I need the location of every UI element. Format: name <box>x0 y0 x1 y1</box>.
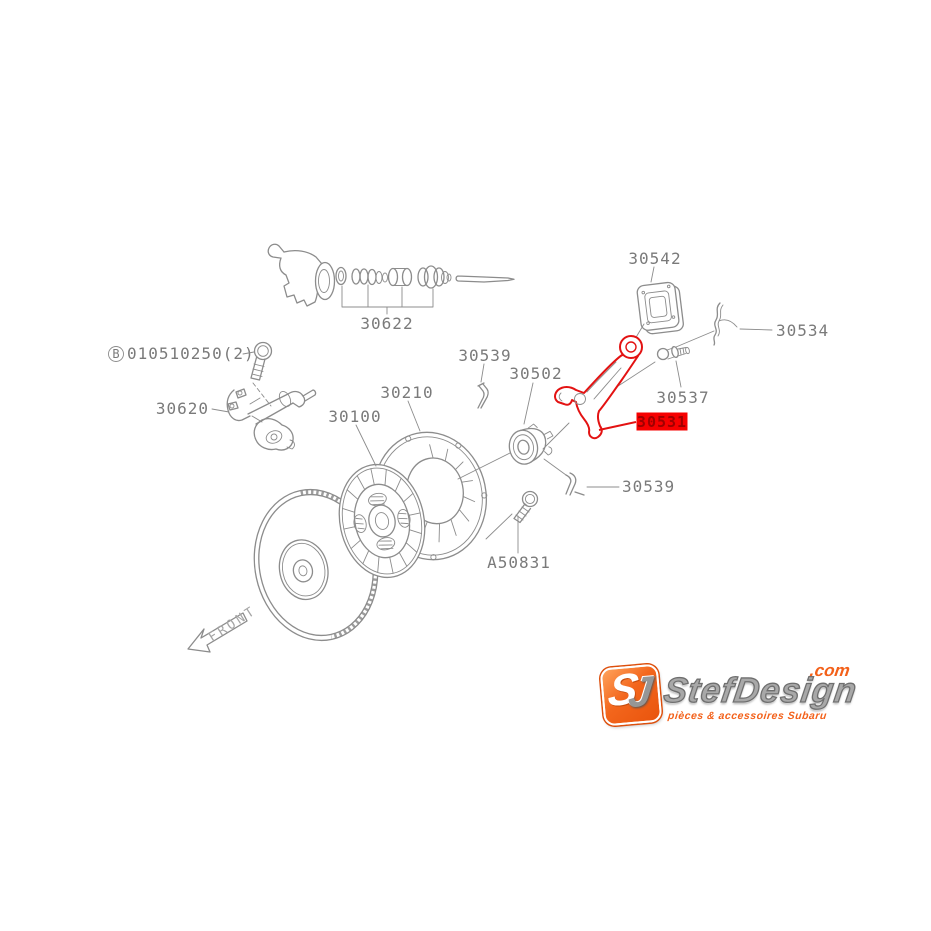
leader-30502 <box>523 382 534 425</box>
leader-30620 <box>211 408 230 413</box>
leader-30100 <box>355 424 377 467</box>
mounting-bolt <box>250 341 273 407</box>
label-operating-cylinder: 30620 <box>156 399 209 418</box>
label-fork-pivot: 30537 <box>656 388 709 407</box>
label-fork-boot: 30542 <box>628 249 681 268</box>
snap-pin-upper <box>477 382 489 409</box>
fork-boot <box>636 281 684 335</box>
label-flywheel-bolt: A50831 <box>487 553 551 572</box>
label-snap-pin-upper: 30539 <box>458 346 511 365</box>
release-fork-highlighted <box>554 335 643 440</box>
brand-tagline: pièces & accessoires Subaru <box>667 710 828 722</box>
circled-b-part-label: B 010510250(2) <box>108 344 255 363</box>
release-bearing <box>508 423 554 465</box>
pushrod <box>455 275 515 283</box>
repair-kit-bracket <box>341 284 434 315</box>
slave-cylinder-repair-kit <box>335 265 452 289</box>
fork-pivot <box>656 345 690 361</box>
leader-30210 <box>407 400 421 432</box>
brand-tld: .com <box>808 661 852 680</box>
label-release-fork-bg <box>636 412 688 431</box>
snap-pin-lower <box>565 472 585 496</box>
clutch-slave-cylinder <box>267 243 336 307</box>
label-release-fork: 30531 <box>637 413 687 431</box>
label-retaining-clip: 30534 <box>776 321 829 340</box>
stefdesign-watermark: S J StefDesign .com pièces & accessoires… <box>598 658 876 732</box>
leader-30534 <box>739 328 773 331</box>
leader-30539-upper <box>480 363 485 383</box>
label-bolt-number: 010510250(2) <box>127 344 255 363</box>
operating-cylinder <box>226 388 317 451</box>
label-repair-kit: 30622 <box>360 314 413 333</box>
label-snap-pin-lower: 30539 <box>622 477 675 496</box>
logo-monogram-j: J <box>625 666 656 717</box>
clutch-disc <box>338 463 426 579</box>
label-bolt-letter: B <box>112 347 119 361</box>
stefdesign-logo-mark: S J <box>599 663 663 727</box>
flywheel-bolt <box>485 490 539 540</box>
retaining-clip <box>713 302 738 346</box>
leader-30537 <box>675 360 682 388</box>
front-arrow-label: FRONT <box>206 603 260 645</box>
label-clutch-disc: 30100 <box>328 407 381 426</box>
label-clutch-cover: 30210 <box>380 383 433 402</box>
front-arrow: FRONT <box>187 603 260 653</box>
label-release-bearing: 30502 <box>509 364 562 383</box>
axis-lines <box>457 330 715 480</box>
leader-30531 <box>598 421 637 431</box>
